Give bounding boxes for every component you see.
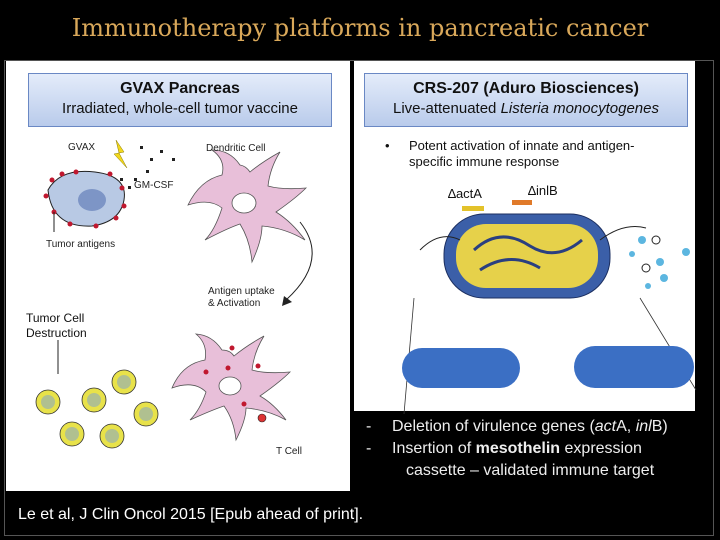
label-dendritic-cell: Dendritic Cell xyxy=(206,143,266,154)
gvax-header-subtitle: Irradiated, whole-cell tumor vaccine xyxy=(62,100,298,117)
label-t-cell: T Cell xyxy=(276,446,302,457)
label-tumor-cell-destruction-line1: Tumor Cell xyxy=(26,311,85,325)
gvax-panel xyxy=(6,61,350,491)
label-gvax: GVAX xyxy=(68,142,96,153)
deletion-item-1-italic-act: act xyxy=(594,418,617,435)
gvax-header: GVAX Pancreas Irradiated, whole-cell tum… xyxy=(28,73,332,127)
label-inlb: ∆inlB xyxy=(528,183,558,198)
deletion-item-2-prefix: Insertion of xyxy=(392,440,476,457)
deletion-item-2-text: Insertion of mesothelin expression xyxy=(392,440,642,458)
deletion-item-2-bold: mesothelin xyxy=(475,440,561,457)
label-tumor-cell-destruction-line2: Destruction xyxy=(26,326,87,340)
deletion-item-2-dash: - xyxy=(366,440,372,457)
deletion-item-2: - Insertion of mesothelin expression xyxy=(366,440,716,462)
citation: Le et al, J Clin Oncol 2015 [Epub ahead … xyxy=(18,506,364,523)
label-gm-csf: GM-CSF xyxy=(134,180,174,191)
uptake-arrow xyxy=(285,221,313,301)
gm-csf-particles xyxy=(120,146,175,189)
crs207-subtitle-prefix: Live-attenuated xyxy=(392,100,501,117)
bacterium-small-right xyxy=(574,346,694,388)
crs207-header: CRS-207 (Aduro Biosciences) Live-attenua… xyxy=(364,73,688,127)
crs207-header-title: CRS-207 (Aduro Biosciences) xyxy=(413,80,639,97)
deletion-item-2-cont-text: cassette – validated immune target xyxy=(406,462,655,479)
secreted-particles xyxy=(629,235,690,289)
label-tumor-antigens: Tumor antigens xyxy=(46,239,116,250)
deletion-item-1: - Deletion of virulence genes (actA, inl… xyxy=(366,418,716,440)
slide-title: Immunotherapy platforms in pancreatic ca… xyxy=(71,14,649,42)
label-antigen-uptake-line1: Antigen uptake xyxy=(208,286,275,297)
inlb-marker xyxy=(512,200,532,205)
deletion-item-2-suffix: expression xyxy=(560,440,642,457)
bullet-dot: • xyxy=(385,138,390,153)
destroyed-tumor-cells xyxy=(35,369,159,449)
deletion-item-1-text: Deletion of virulence genes (actA, inlB) xyxy=(392,418,668,436)
t-cell xyxy=(257,413,267,423)
deletion-item-1-prefix: Deletion of virulence genes ( xyxy=(392,418,595,435)
crs207-subtitle-species: Listeria monocytogenes xyxy=(500,100,659,117)
deletion-item-2-continued: cassette – validated immune target xyxy=(366,462,716,484)
deletion-item-1-suffix: B) xyxy=(651,418,668,435)
crs207-bullet-text: Potent activation of innate and antigen-… xyxy=(409,138,635,169)
irradiation-bolt-icon xyxy=(113,139,128,169)
deletion-item-1-italic-inl: inl xyxy=(635,418,652,435)
dendritic-cell-top xyxy=(187,149,308,264)
gvax-tumor-cell xyxy=(43,169,127,229)
listeria-bacterium xyxy=(419,213,647,299)
deletion-item-1-dash: - xyxy=(366,418,372,435)
crs207-header-subtitle: Live-attenuated Listeria monocytogenes xyxy=(365,100,687,117)
content-frame xyxy=(4,60,714,536)
bacterium-small-left xyxy=(402,348,520,388)
label-acta: ∆actA xyxy=(448,186,482,201)
label-antigen-uptake-line2: & Activation xyxy=(208,298,261,309)
crs207-bullet: • Potent activation of innate and antige… xyxy=(385,138,675,170)
deletion-item-1-mid: A, xyxy=(616,418,636,435)
deletion-list: - Deletion of virulence genes (actA, inl… xyxy=(366,418,716,484)
label-antigen-uptake: Antigen uptake & Activation xyxy=(208,286,275,310)
gvax-header-title: GVAX Pancreas xyxy=(120,80,240,97)
dendritic-cell-bottom xyxy=(171,333,292,442)
label-tumor-cell-destruction: Tumor Cell Destruction xyxy=(26,311,87,341)
acta-marker xyxy=(462,206,484,211)
